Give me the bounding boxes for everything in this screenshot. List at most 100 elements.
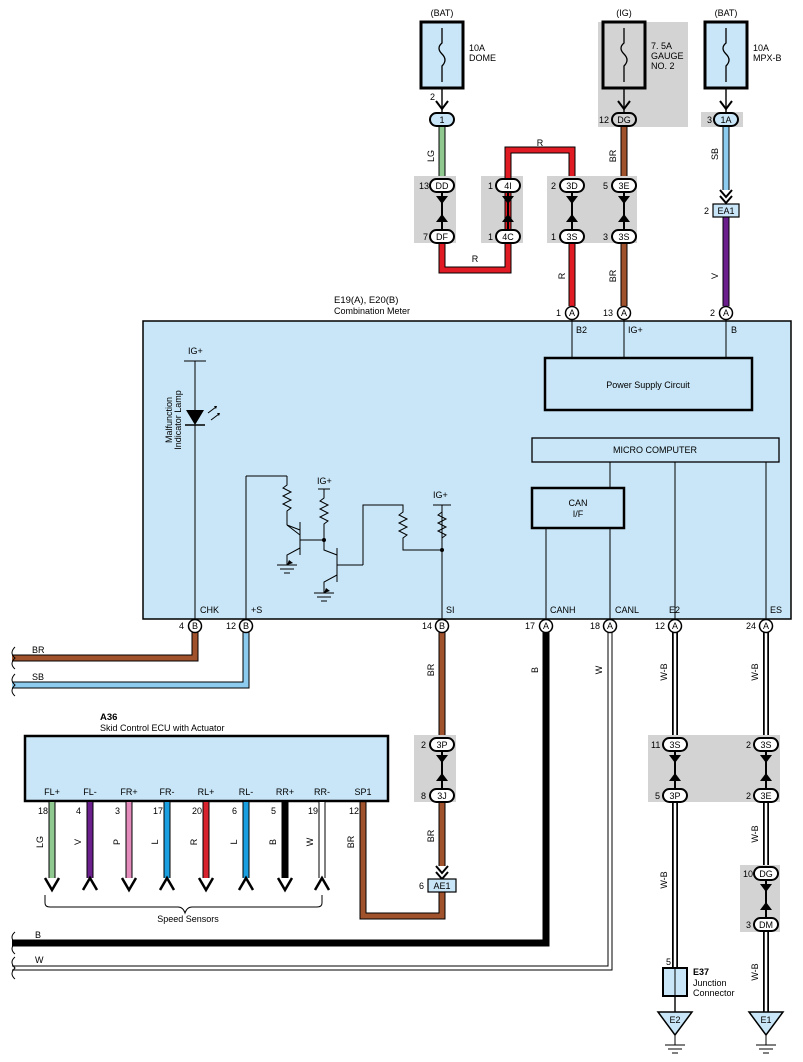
fuse-dome: (BAT) 10A DOME 2: [419, 8, 496, 102]
wire-label: LG: [426, 150, 436, 162]
ecu-code: A36: [100, 712, 117, 723]
pin-number: 5: [603, 181, 608, 191]
junction-code: E37: [693, 967, 709, 977]
pin-number: 2: [704, 206, 709, 216]
connector-ea1: [712, 203, 740, 218]
connector-1: 1: [429, 112, 455, 127]
wire-label: W: [305, 837, 315, 846]
pin-number: 6: [419, 881, 424, 891]
wire-label: LG: [35, 836, 45, 848]
terminal-label: SI: [446, 605, 455, 615]
splice-3p-3j: 3P 3J 2 8: [421, 737, 455, 803]
micro-label: MICRO COMPUTER: [613, 445, 697, 455]
splice-3d-3s: 3D 3S 2 1: [551, 178, 585, 244]
fuse-source-label: (BAT): [431, 8, 454, 18]
fuse-icon: [722, 28, 730, 82]
skid-control-ecu: [23, 734, 390, 803]
junction-connector-e37: 5 E37 Junction Connector: [662, 957, 735, 998]
wire-label: P: [112, 839, 122, 845]
connector-label: 1: [439, 115, 444, 125]
terminal-label: +S: [251, 605, 262, 615]
connector-label: A: [543, 621, 549, 631]
connector-label: DD: [436, 181, 449, 191]
pin-number: 6: [232, 806, 237, 816]
wire-label: V: [710, 273, 720, 279]
connector-label: DM: [759, 920, 773, 930]
connector-label: B: [192, 621, 198, 631]
can-if: [530, 486, 626, 530]
wire-label: R: [557, 272, 567, 279]
ecu-terminal-label: SP1: [354, 787, 371, 797]
ecu-terminal-label: RL-: [239, 787, 254, 797]
ecu-terminal-label: RR-: [314, 787, 330, 797]
ecu-terminal-label: FL+: [44, 787, 60, 797]
connector-label: 4C: [502, 232, 514, 242]
lamp-label-1: Malfunction: [164, 397, 174, 443]
micro-computer: [531, 437, 780, 463]
ecu-terminal-label: FL-: [83, 787, 97, 797]
terminal-label: E2: [669, 605, 680, 615]
fuse-rating: 10A: [753, 43, 769, 53]
ecu-terminals: FL+18LGFL-4VFR+3PFR-17LRL+20RRL-6LRR+5BR…: [35, 787, 372, 893]
pin-number: 2: [421, 740, 426, 750]
pin-number: 20: [192, 806, 202, 816]
pin-number: 4: [179, 621, 184, 631]
wire-br-sp1: [360, 802, 445, 919]
fuse-pin: 2: [430, 92, 435, 102]
connector-label: B: [439, 621, 445, 631]
fuse-pin: 12: [599, 115, 609, 125]
pin-number: 3: [746, 920, 751, 930]
fuse-icon: [620, 28, 628, 82]
wire-br-chk: [12, 632, 198, 661]
pin-number: 17: [525, 621, 535, 631]
pin-number: 3: [603, 232, 608, 242]
pin-number: 1: [556, 308, 561, 318]
wire-label: W: [35, 955, 44, 965]
connector-label: A: [763, 621, 769, 631]
fuse-name-2: NO. 2: [651, 61, 675, 71]
ecu-terminal-label: FR-: [160, 787, 175, 797]
ig-label: IG+: [317, 476, 332, 486]
connector-1a: 1A: [713, 112, 739, 127]
wire-label: BR: [32, 645, 45, 655]
wire-label: R: [472, 254, 479, 264]
terminal-label: IG+: [628, 325, 643, 335]
connector-label: 4I: [504, 181, 512, 191]
pin-number: 2: [746, 791, 751, 801]
terminal-label: ES: [770, 605, 782, 615]
sensor-arrow-icon: [43, 877, 61, 893]
ig-label: IG+: [188, 346, 203, 356]
connector-label: 3E: [760, 791, 771, 801]
connector-label: 1A: [720, 115, 731, 125]
ground-label: E2: [669, 1015, 680, 1025]
fuse-name: DOME: [469, 53, 496, 63]
sensor-arrow-icon: [158, 875, 176, 891]
wire-label: BR: [426, 829, 436, 842]
wire-label: R: [189, 838, 199, 845]
can-label-2: I/F: [573, 509, 584, 519]
ig-label: IG+: [433, 490, 448, 500]
pin-number: 19: [308, 806, 318, 816]
junction-label-2: Connector: [693, 988, 735, 998]
wire-label: B: [530, 667, 540, 673]
wire-label: BR: [426, 663, 436, 676]
fuse-source-label: (BAT): [715, 8, 738, 18]
connector-label: A: [672, 621, 678, 631]
connector-label: 3P: [436, 740, 447, 750]
wire-label: W-B: [659, 663, 669, 680]
splice-3e-3s: 3E 3S 5 3: [603, 178, 637, 244]
connector-label: 3J: [437, 791, 447, 801]
connector-label: 3S: [618, 232, 629, 242]
pin-number: 7: [423, 232, 428, 242]
pin-number: 13: [603, 308, 613, 318]
wire-label: V: [73, 839, 83, 845]
fuse-rating: 7. 5A: [651, 41, 672, 51]
terminal-label: B: [731, 325, 737, 335]
speed-sensors-label: Speed Sensors: [157, 914, 219, 924]
wire-w-canl: [12, 632, 612, 970]
wire-label: B: [35, 930, 41, 940]
connector-label: DG: [617, 115, 631, 125]
connector-label: DG: [759, 869, 773, 879]
pin-number: 3: [115, 806, 120, 816]
pin-number: 17: [153, 806, 163, 816]
